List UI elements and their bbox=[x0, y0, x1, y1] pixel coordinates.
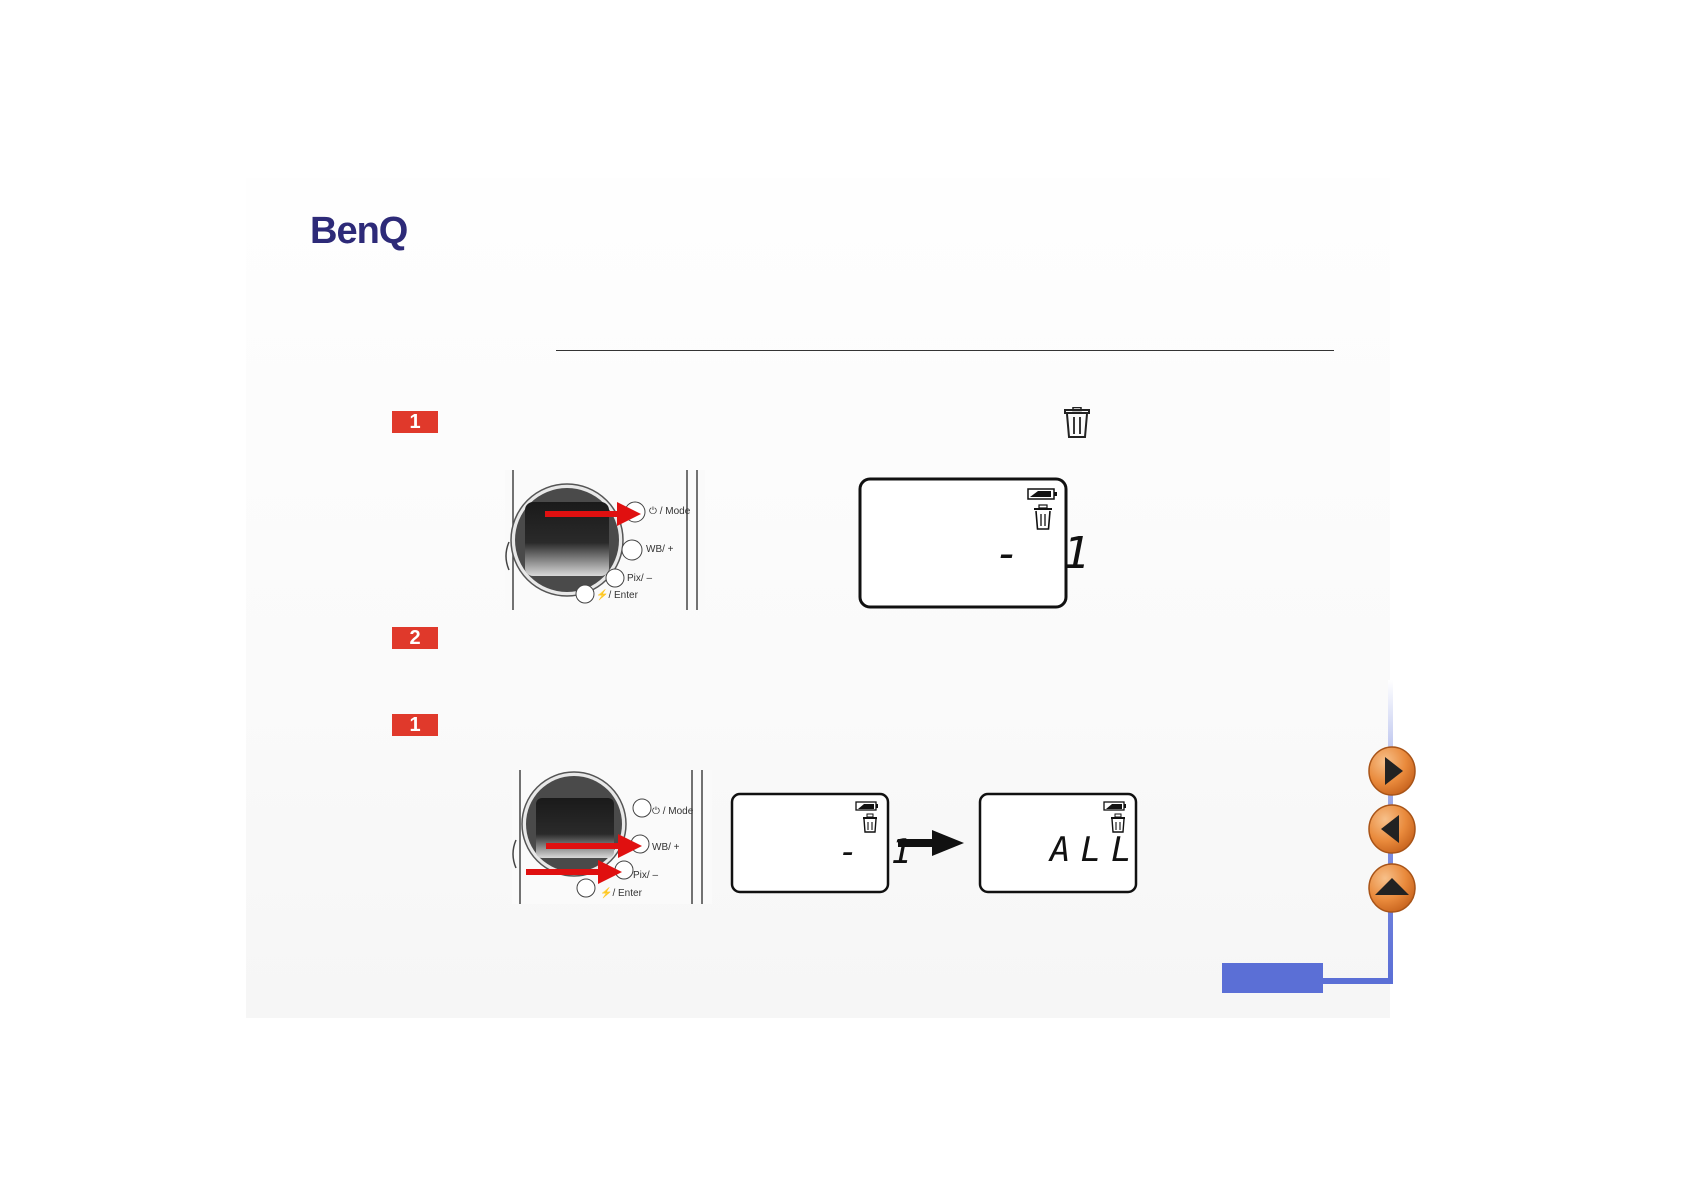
pix-button-label-2: Pix/ – bbox=[633, 870, 659, 881]
lcd-display-before bbox=[730, 792, 890, 894]
up-page-button[interactable] bbox=[1367, 862, 1417, 914]
previous-page-icon bbox=[1381, 815, 1399, 843]
pix-button-label: Pix/ – bbox=[627, 573, 653, 584]
section-divider bbox=[556, 350, 1334, 351]
transition-arrow-icon bbox=[898, 830, 964, 856]
previous-page-button[interactable] bbox=[1367, 803, 1417, 855]
lcd-display-after bbox=[978, 792, 1138, 894]
battery-icon bbox=[1103, 801, 1126, 811]
step-badge-1: 1 bbox=[392, 411, 438, 433]
lcd-value-single: - 1 bbox=[994, 528, 1098, 579]
lcd-trash-icon bbox=[1111, 813, 1125, 833]
wb-button-label-2: WB/ + bbox=[652, 842, 680, 853]
lcd-value-before: - 1 bbox=[838, 832, 918, 872]
lcd-trash-icon bbox=[863, 813, 877, 833]
battery-icon bbox=[1027, 488, 1057, 500]
logo-text: BenQ bbox=[310, 210, 408, 252]
next-page-button[interactable] bbox=[1367, 745, 1417, 797]
lcd-display-1 bbox=[858, 477, 1068, 609]
step-badge-2: 2 bbox=[392, 627, 438, 649]
step-badge-1b: 1 bbox=[392, 714, 438, 736]
home-button[interactable] bbox=[1222, 963, 1323, 993]
benq-logo: BenQ bbox=[310, 210, 408, 252]
mode-button-label: ⏻ / Mode bbox=[649, 506, 691, 517]
wb-button-label: WB/ + bbox=[646, 544, 674, 555]
up-page-icon bbox=[1375, 878, 1409, 895]
lcd-value-after: ALL bbox=[1050, 830, 1142, 870]
camera-back-illustration-2 bbox=[512, 770, 712, 904]
enter-button-label: ⚡/ Enter bbox=[596, 590, 638, 601]
mode-button-label-2: ⏻ / Mode bbox=[652, 806, 694, 817]
lcd-trash-icon bbox=[1034, 504, 1052, 530]
camera-back-illustration-1 bbox=[505, 470, 705, 610]
enter-button-label-2: ⚡/ Enter bbox=[600, 888, 642, 899]
trash-icon bbox=[1064, 407, 1090, 438]
nav-connector-horizontal bbox=[1322, 978, 1393, 984]
battery-icon bbox=[855, 801, 878, 811]
next-page-icon bbox=[1385, 757, 1403, 785]
